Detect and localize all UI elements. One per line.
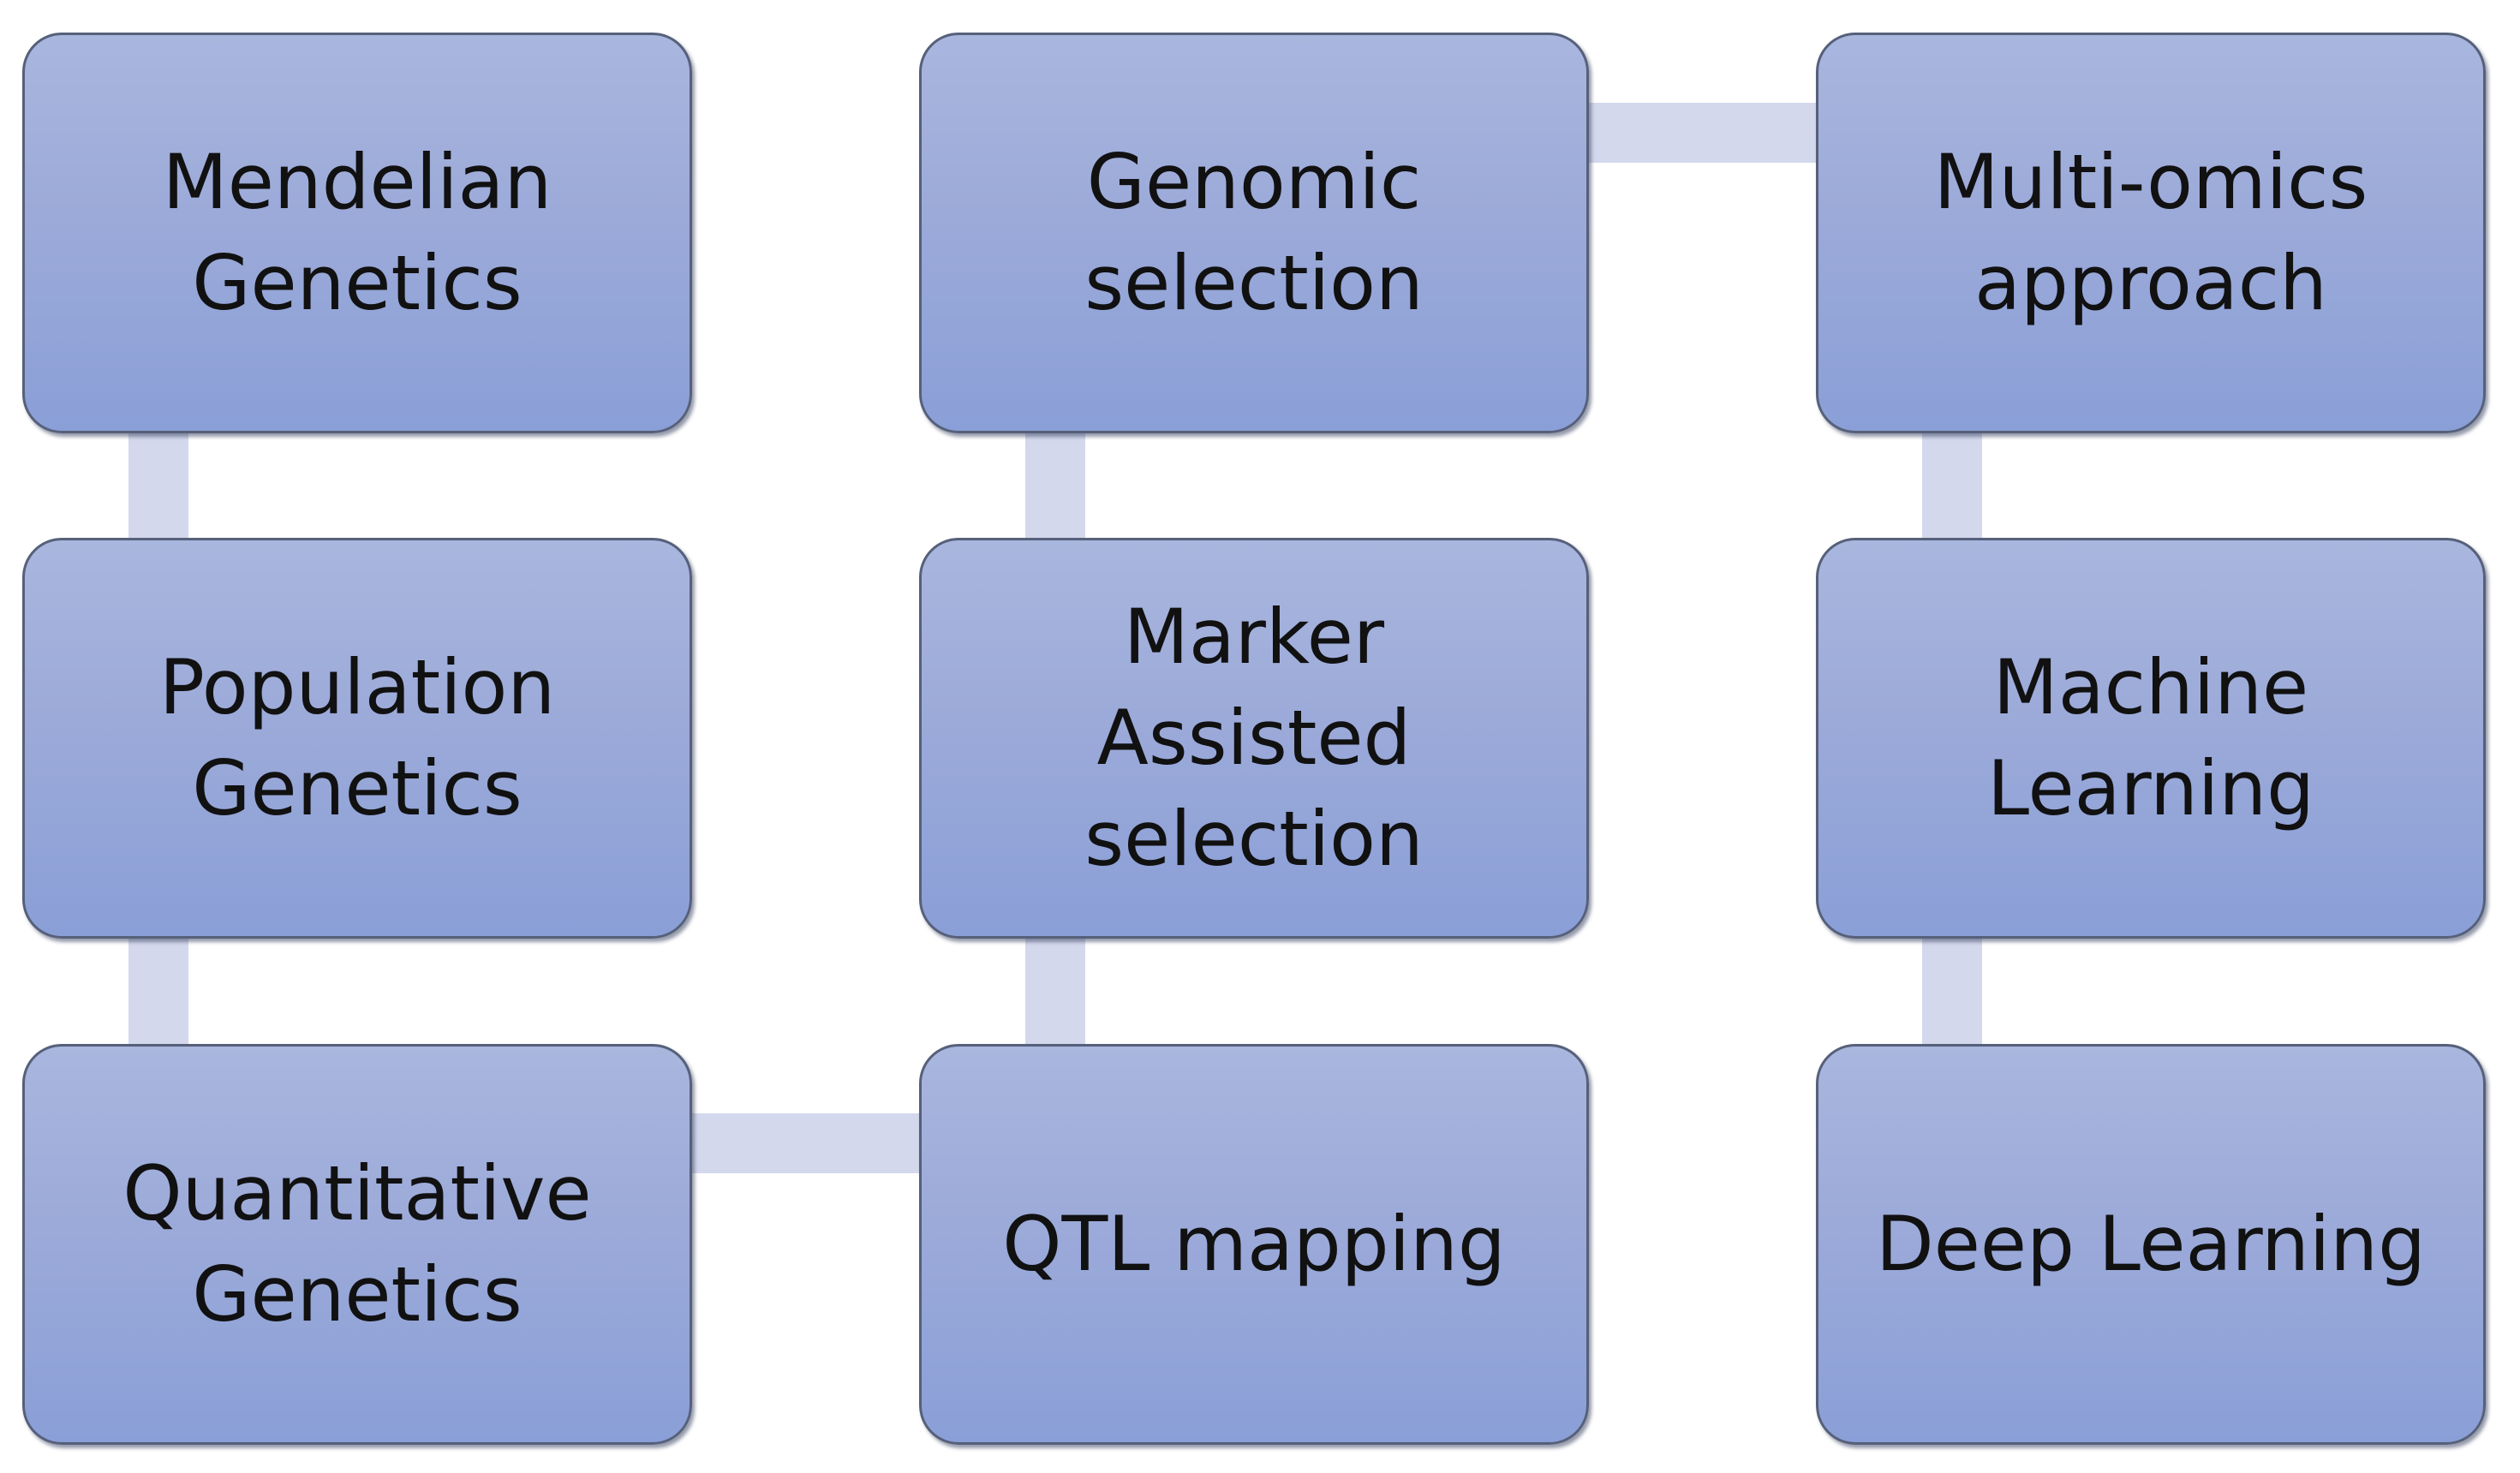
node-deep-learning: Deep Learning — [1816, 1044, 2486, 1445]
node-marker-assisted-selection: Marker Assisted selection — [919, 538, 1589, 939]
node-label: QTL mapping — [1002, 1200, 1506, 1288]
node-population-genetics: Population Genetics — [22, 538, 692, 939]
node-label: Quantitative Genetics — [122, 1149, 592, 1339]
node-label: Mendelian Genetics — [162, 138, 552, 327]
connector-multiomics-to-machine — [1922, 432, 1982, 540]
connector-marker-to-genomic — [1025, 432, 1085, 540]
connector-mendelian-to-population — [128, 432, 188, 540]
node-label: Multi-omics approach — [1933, 138, 2368, 327]
connector-machine-to-deep — [1922, 939, 1982, 1046]
node-multi-omics-approach: Multi-omics approach — [1816, 33, 2486, 433]
connector-genomic-to-multiomics — [1589, 103, 1820, 163]
node-genomic-selection: Genomic selection — [919, 33, 1589, 433]
connector-quantitative-to-qtl — [692, 1113, 923, 1173]
node-label: Deep Learning — [1876, 1200, 2426, 1288]
node-qtl-mapping: QTL mapping — [919, 1044, 1589, 1445]
node-quantitative-genetics: Quantitative Genetics — [22, 1044, 692, 1445]
node-mendelian-genetics: Mendelian Genetics — [22, 33, 692, 433]
node-machine-learning: Machine Learning — [1816, 538, 2486, 939]
connector-qtl-to-marker — [1025, 939, 1085, 1046]
node-label: Population Genetics — [158, 643, 556, 832]
node-label: Marker Assisted selection — [1084, 593, 1424, 883]
node-label: Genomic selection — [1084, 138, 1424, 327]
connector-population-to-quantitative — [128, 939, 188, 1046]
node-label: Machine Learning — [1986, 643, 2315, 832]
